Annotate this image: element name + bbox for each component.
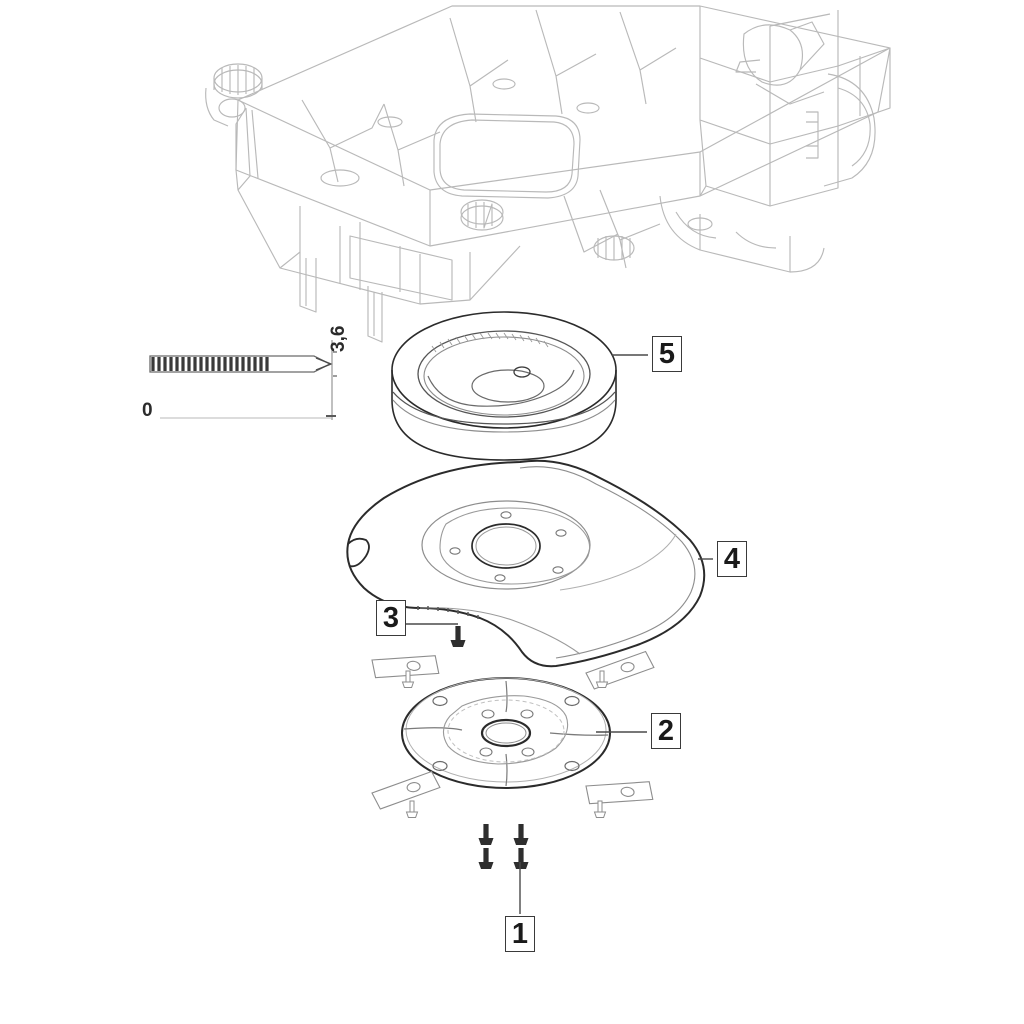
- blade-housing-cover: [346, 459, 713, 668]
- mounting-screw: [406, 623, 466, 647]
- callout-box-2[interactable]: 2: [651, 713, 681, 749]
- dimension-label-length: 3,6: [328, 325, 349, 352]
- mower-chassis-frame: [205, 5, 891, 343]
- threaded-rod-detail: [149, 340, 337, 420]
- callout-box-4[interactable]: 4: [717, 541, 747, 577]
- hub-mounting-bolts: [478, 824, 529, 914]
- callout-box-1[interactable]: 1: [505, 916, 535, 952]
- ring-collar: [391, 311, 648, 461]
- callout-box-5[interactable]: 5: [652, 336, 682, 372]
- blade-disc-assembly: [401, 677, 647, 789]
- dimension-label-origin: 0: [142, 400, 153, 421]
- callout-box-3[interactable]: 3: [376, 600, 406, 636]
